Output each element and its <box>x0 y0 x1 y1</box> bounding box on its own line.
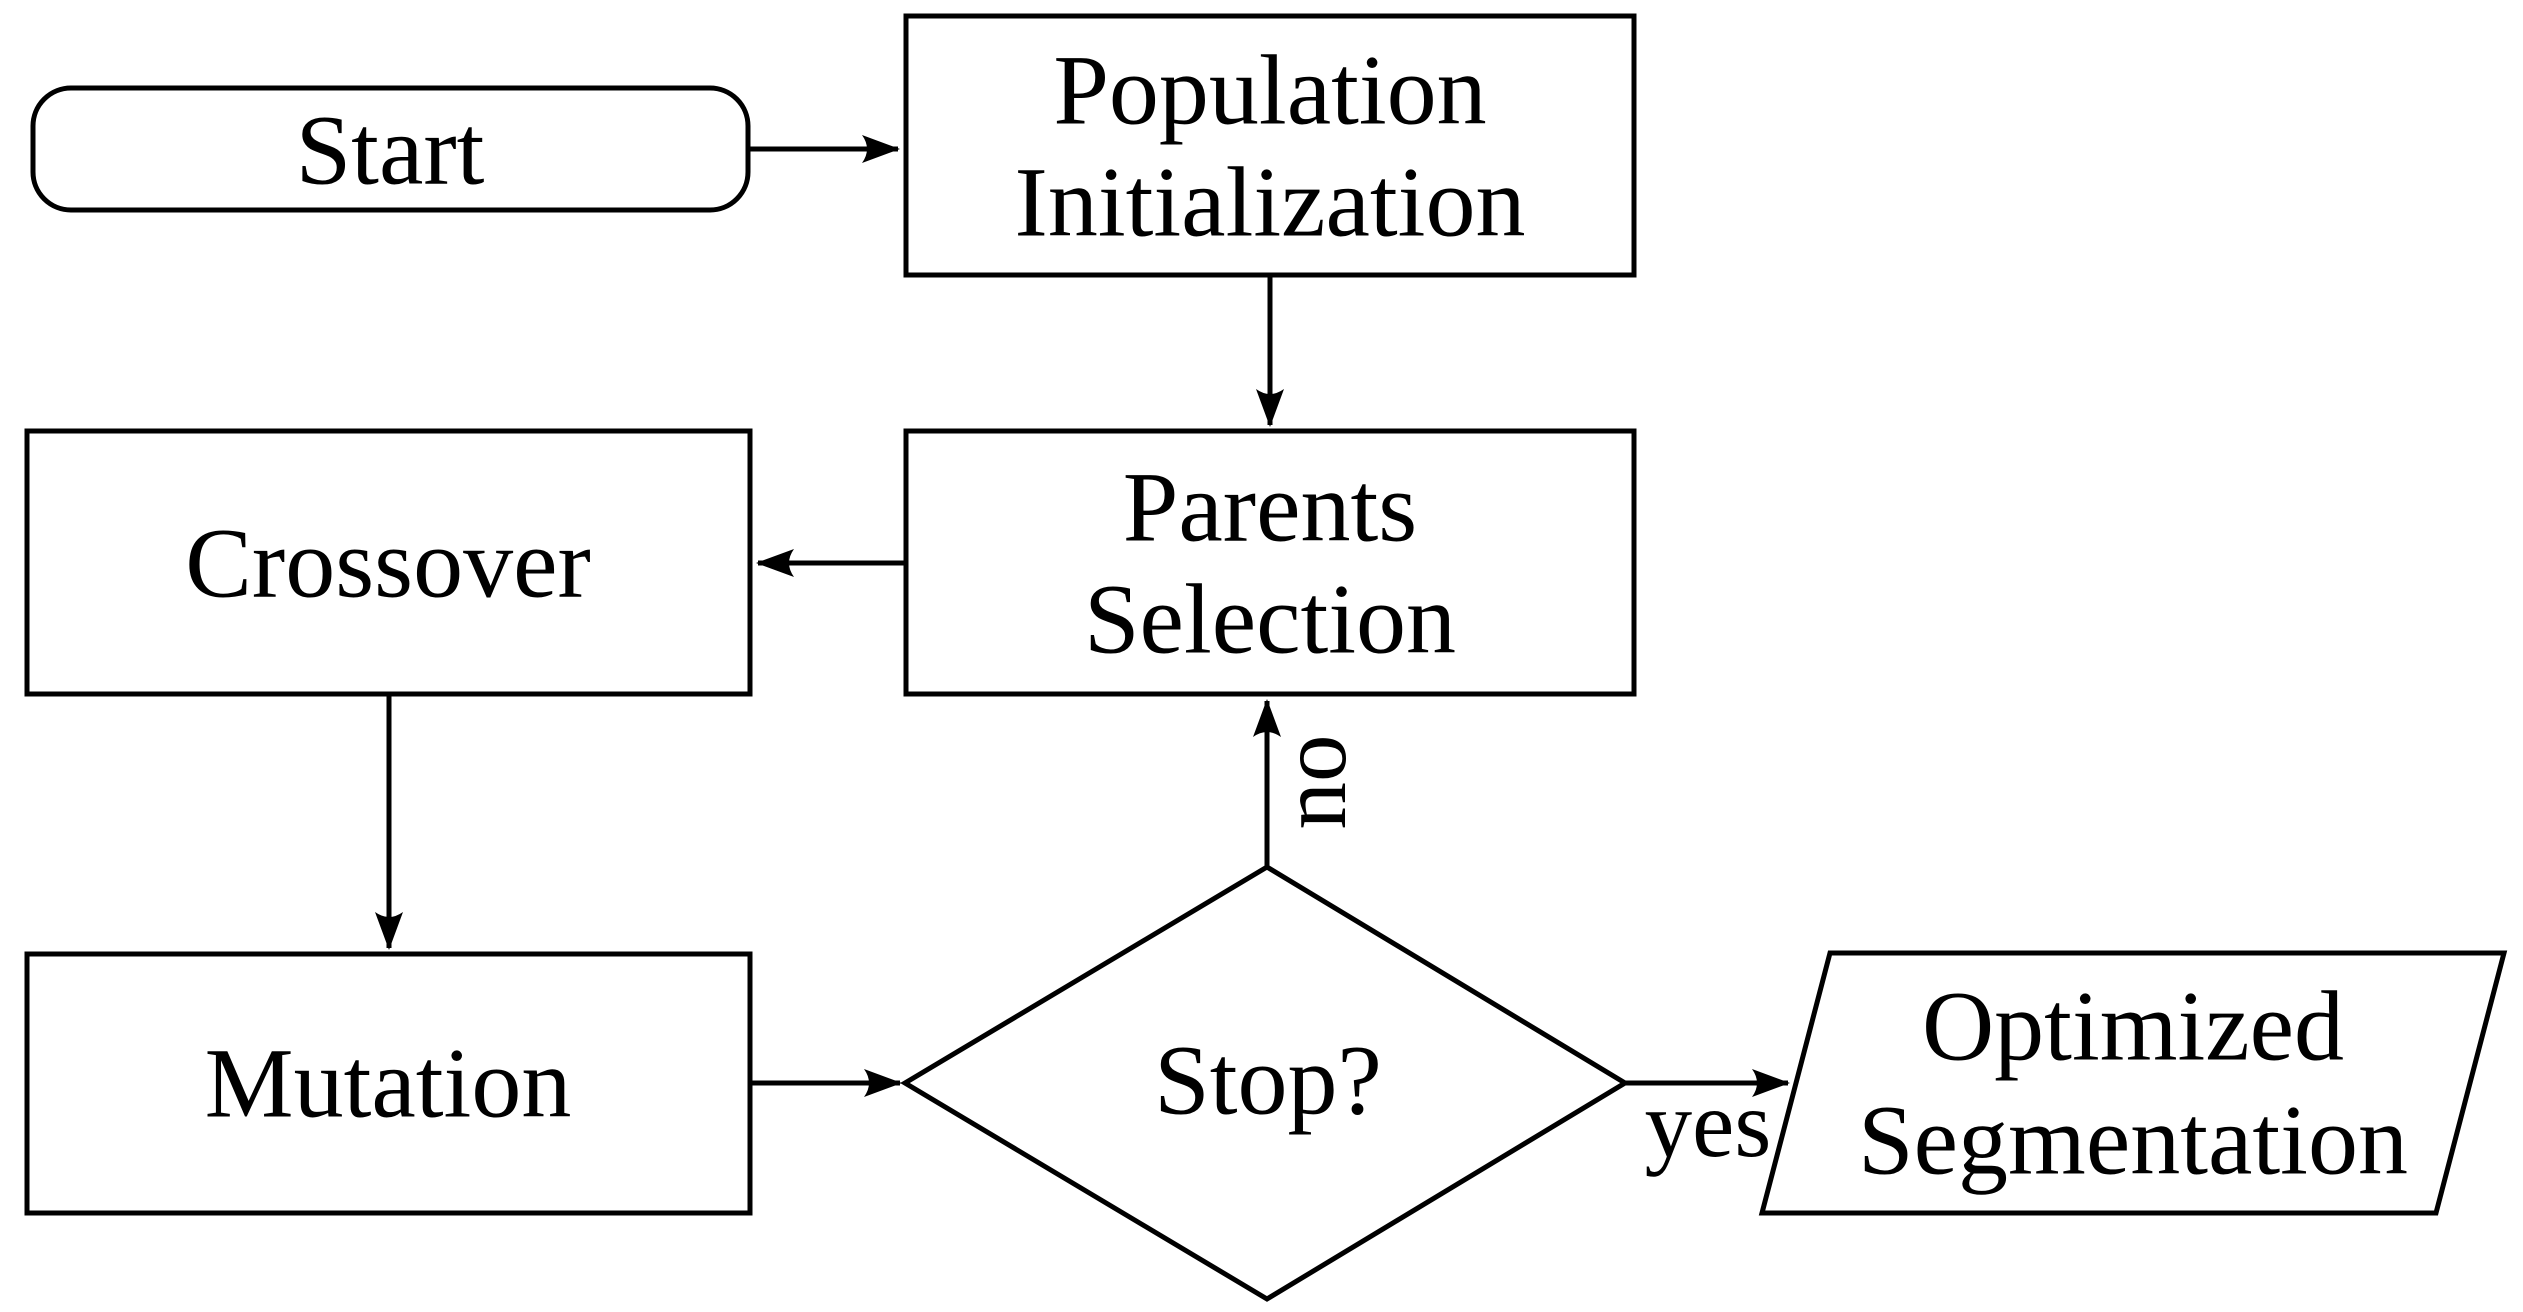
stop-decision-node <box>900 864 1630 1302</box>
parents-selection-node <box>903 428 1637 697</box>
crossover-label: Crossover <box>185 508 591 619</box>
population-initialization-label-line2: Initialization <box>1015 147 1526 258</box>
optimized-segmentation-node <box>1758 950 2508 1216</box>
crossover-node <box>24 428 753 697</box>
parents-selection-label-line1: Parents <box>1123 452 1417 563</box>
population-initialization-label-line1: Population <box>1053 35 1486 146</box>
mutation-label: Mutation <box>205 1028 572 1139</box>
edge-label-no: no <box>1260 735 1366 830</box>
optimized-segmentation-label-line1: Optimized <box>1922 971 2344 1082</box>
stop-decision-label: Stop? <box>1154 1025 1382 1136</box>
parents-selection-label-line2: Selection <box>1084 564 1456 675</box>
start-label: Start <box>296 95 485 206</box>
population-initialization-node <box>903 13 1637 278</box>
mutation-node <box>24 951 753 1216</box>
start-node <box>30 85 751 213</box>
edge-label-yes: yes <box>1645 1071 1772 1177</box>
optimized-segmentation-label-line2: Segmentation <box>1858 1085 2408 1196</box>
